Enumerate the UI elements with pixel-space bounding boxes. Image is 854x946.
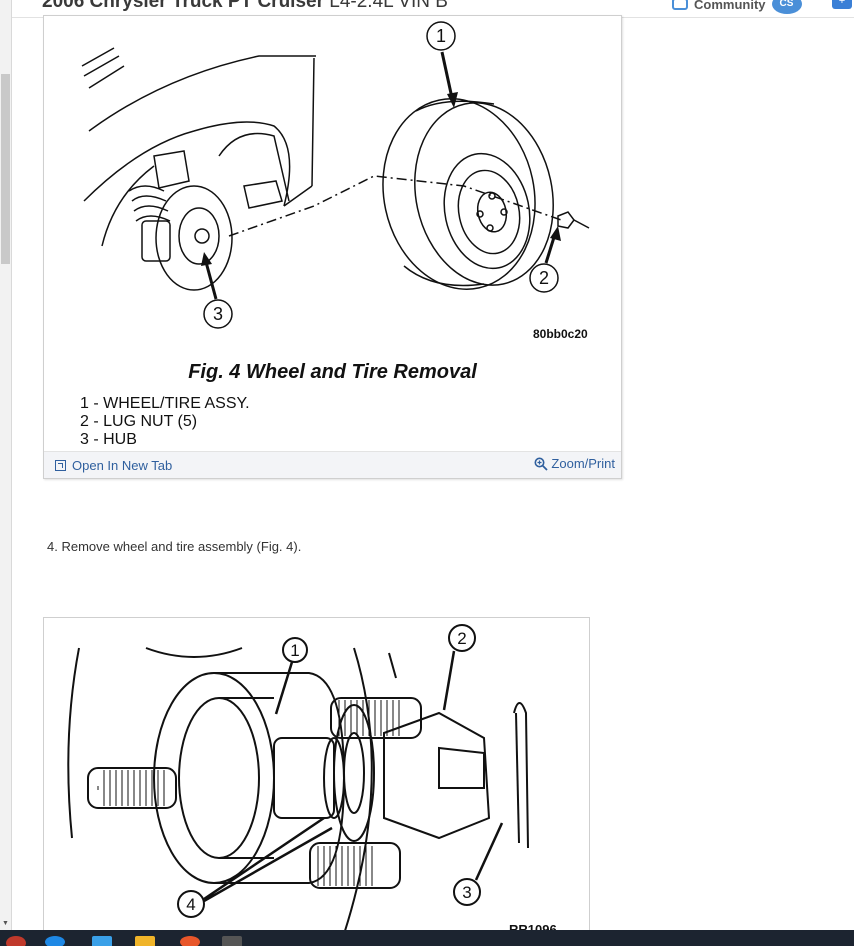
- wheel-tire-removal-illustration[interactable]: 1 2 3: [44, 16, 621, 361]
- open-in-new-tab-link[interactable]: Open In New Tab: [55, 458, 172, 473]
- legend-item: 3 - HUB: [80, 431, 137, 448]
- figure-code: 80bb0c20: [533, 327, 588, 341]
- community-button[interactable]: Community CS: [672, 0, 802, 14]
- open-in-new-tab-label: Open In New Tab: [72, 458, 173, 473]
- fig5-callout-3-label: 3: [462, 883, 471, 902]
- browser-icon[interactable]: [45, 936, 65, 946]
- add-icon[interactable]: +: [832, 0, 852, 9]
- figure-4-card: 1 2 3 80bb0c20 Fig. 4 Wheel and Tire Rem…: [43, 15, 622, 479]
- fig5-callout-1-label: 1: [290, 641, 299, 660]
- terminal-icon[interactable]: [222, 936, 242, 946]
- fig5-callout-2-label: 2: [457, 629, 466, 648]
- page-header: 2006 Chrysler Truck PT Cruiser L4-2.4L V…: [12, 0, 854, 18]
- figure-footer: Open In New Tab Zoom/Print: [44, 451, 621, 478]
- legend-item: 2 - LUG NUT (5): [80, 413, 198, 430]
- figure-caption: Fig. 4 Wheel and Tire Removal: [188, 361, 477, 383]
- zoom-icon: [534, 457, 549, 471]
- scroll-down-arrow-icon[interactable]: ▼: [2, 920, 9, 927]
- callout-2-label: 2: [539, 268, 549, 288]
- fig5-code: RR1096: [509, 922, 557, 933]
- app-icon[interactable]: [6, 936, 26, 946]
- os-taskbar: [0, 930, 854, 946]
- vertical-scrollbar[interactable]: ▼: [0, 0, 12, 930]
- user-avatar[interactable]: CS: [771, 0, 802, 14]
- store-icon[interactable]: [92, 936, 112, 946]
- legend-item: 1 - WHEEL/TIRE ASSY.: [80, 395, 250, 412]
- figure-5-card: 1 2 3 4 RR1096: [43, 617, 590, 933]
- zoom-print-link[interactable]: Zoom/Print: [534, 456, 615, 471]
- vehicle-title: 2006 Chrysler Truck PT Cruiser: [42, 0, 324, 12]
- hub-nut-illustration[interactable]: 1 2 3 4 RR1096: [44, 618, 590, 933]
- callout-1-label: 1: [436, 26, 446, 46]
- zoom-print-label: Zoom/Print: [551, 456, 615, 471]
- callout-3-label: 3: [213, 304, 223, 324]
- engine-title: L4-2.4L VIN B: [329, 0, 448, 12]
- chat-icon: [672, 0, 688, 10]
- figure-legend: 1 - WHEEL/TIRE ASSY. 2 - LUG NUT (5) 3 -…: [80, 395, 250, 449]
- firefox-icon[interactable]: [180, 936, 200, 946]
- community-label: Community: [694, 0, 766, 12]
- page-title: 2006 Chrysler Truck PT Cruiser L4-2.4L V…: [42, 0, 448, 13]
- scrollbar-thumb[interactable]: [1, 74, 10, 264]
- procedure-step: 4. Remove wheel and tire assembly (Fig. …: [47, 539, 302, 554]
- open-new-tab-icon: [55, 460, 66, 471]
- fig5-callout-4-label: 4: [186, 895, 195, 914]
- folder-icon[interactable]: [135, 936, 155, 946]
